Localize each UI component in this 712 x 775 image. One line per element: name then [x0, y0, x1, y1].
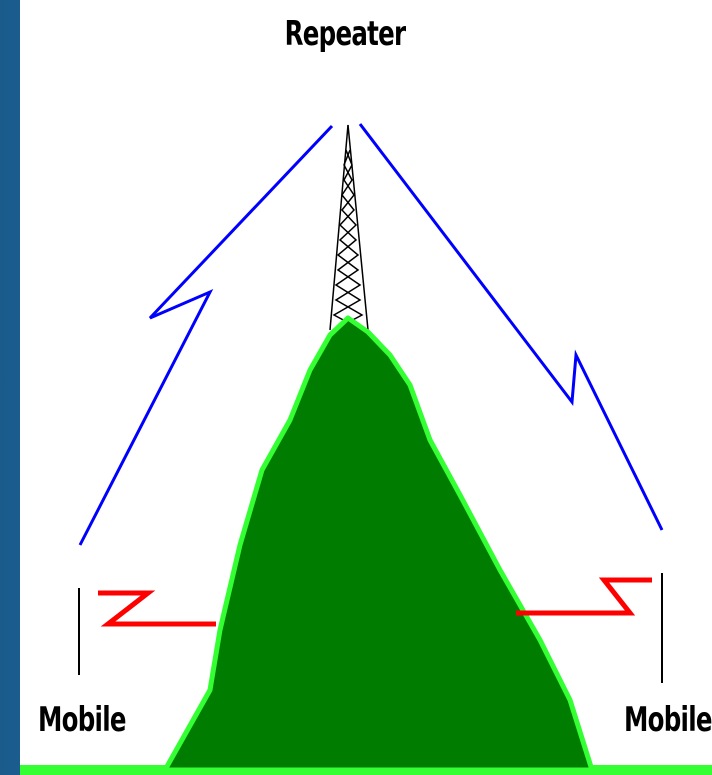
left-direct-signal	[98, 590, 216, 627]
right-uplink-signal	[358, 123, 664, 531]
right-direct-signal	[516, 577, 652, 616]
left-mobile-label: Mobile	[38, 700, 126, 740]
mountain-icon	[162, 315, 595, 773]
tower-icon	[329, 124, 369, 331]
right-mobile-label: Mobile	[624, 700, 712, 740]
left-uplink-signal	[78, 124, 334, 546]
